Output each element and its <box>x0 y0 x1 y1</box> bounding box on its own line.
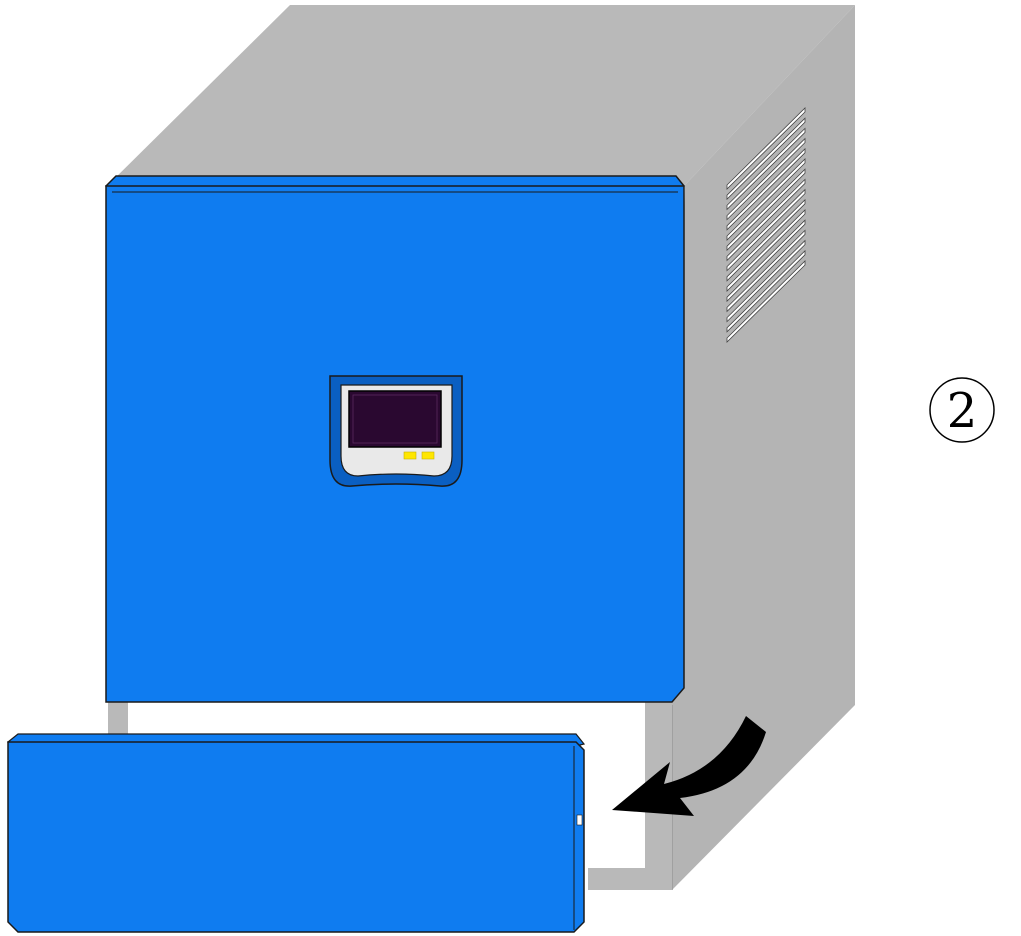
step-circle <box>929 377 995 443</box>
bottom-cover-slot <box>576 814 583 826</box>
vent-slat <box>726 209 806 292</box>
vent-slat <box>726 178 806 262</box>
curved-arrow-icon <box>612 716 766 816</box>
vent-grille <box>726 107 806 343</box>
vent-slat <box>726 127 806 211</box>
step-number: 2 <box>947 383 978 439</box>
cabinet-side-face <box>672 5 855 890</box>
vent-slat <box>726 260 806 343</box>
display-screen <box>348 390 442 448</box>
vent-slat <box>726 239 806 323</box>
vent-slat <box>726 229 806 313</box>
bottom-cover-panel <box>6 733 586 933</box>
vent-slat <box>726 107 806 190</box>
vent-slat <box>726 117 806 201</box>
vent-slat <box>726 147 806 231</box>
controller-unit <box>329 375 463 487</box>
circled-number-icon: 2 <box>929 377 995 443</box>
indicator-led <box>403 451 417 460</box>
vent-slat <box>726 137 806 221</box>
cabinet-top-face <box>108 5 855 185</box>
vent-slat <box>726 158 806 241</box>
vent-slat <box>726 219 806 303</box>
vent-slat <box>726 249 806 333</box>
vent-slat <box>726 198 806 282</box>
indicator-led <box>421 451 435 460</box>
vent-slat <box>726 188 806 272</box>
vent-slat <box>726 168 806 252</box>
bottom-cover-face <box>7 741 585 933</box>
